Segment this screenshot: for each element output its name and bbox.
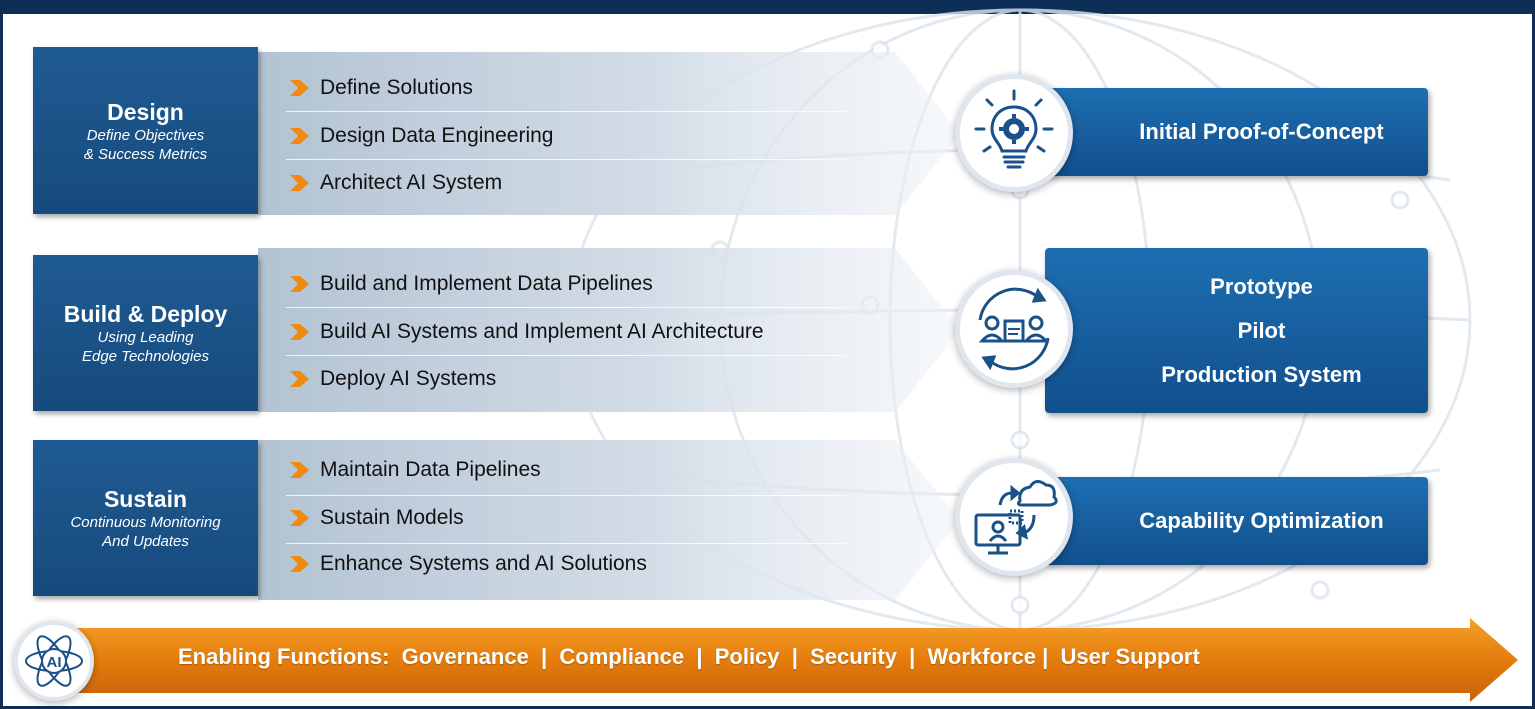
- phase-title: Build & Deploy: [63, 301, 228, 327]
- phase-title: Sustain: [103, 486, 188, 512]
- step-item: Build and Implement Data Pipelines: [290, 269, 653, 299]
- chevron-icon: [290, 324, 309, 340]
- step-item: Design Data Engineering: [290, 121, 553, 151]
- chevron-icon: [290, 510, 309, 526]
- outcome-label: Pilot: [1237, 317, 1286, 343]
- step-item: Define Solutions: [290, 73, 473, 103]
- chevron-icon: [290, 371, 309, 387]
- build-deploy-phase-box: Build & Deploy Using Leading Edge Techno…: [33, 255, 258, 411]
- phase-subtitle: Edge Technologies: [81, 348, 210, 365]
- phase-title: Design: [107, 98, 184, 125]
- chevron-icon: [290, 556, 309, 572]
- chevron-icon: [290, 276, 309, 292]
- divider: [286, 307, 846, 308]
- divider: [286, 355, 846, 356]
- step-label: Maintain Data Pipelines: [320, 458, 541, 481]
- phase-subtitle: & Success Metrics: [83, 145, 208, 163]
- team-cycle-icon: [955, 270, 1073, 388]
- lightbulb-gear-icon: [955, 74, 1073, 192]
- outcome-box-capability: Capability Optimization: [1045, 477, 1428, 565]
- step-item: Deploy AI Systems: [290, 364, 496, 394]
- outcome-label: Capability Optimization: [1139, 508, 1384, 533]
- phase-subtitle: Using Leading: [97, 329, 194, 346]
- outcome-label: Production System: [1161, 361, 1362, 387]
- divider: [286, 543, 846, 544]
- phase-subtitle: Define Objectives: [86, 126, 205, 144]
- design-arrow: [258, 52, 960, 215]
- chevron-icon: [290, 128, 309, 144]
- divider: [286, 495, 846, 496]
- step-item: Enhance Systems and AI Solutions: [290, 549, 647, 579]
- divider: [286, 159, 846, 160]
- sustain-arrow: [258, 440, 960, 600]
- phase-subtitle: And Updates: [102, 533, 189, 550]
- outcome-label: Initial Proof-of-Concept: [1139, 119, 1384, 144]
- ai-badge-label: AI: [47, 654, 62, 671]
- chevron-icon: [290, 80, 309, 96]
- step-label: Deploy AI Systems: [320, 367, 497, 390]
- step-label: Architect AI System: [320, 171, 503, 194]
- enabling-functions-label: Enabling Functions: Governance | Complia…: [178, 644, 1200, 669]
- step-item: Architect AI System: [290, 168, 502, 198]
- step-label: Design Data Engineering: [320, 124, 554, 147]
- chevron-icon: [290, 175, 309, 191]
- chevron-icon: [290, 462, 309, 478]
- step-item: Build AI Systems and Implement AI Archit…: [290, 317, 764, 347]
- sustain-phase-box: Sustain Continuous Monitoring And Update…: [33, 440, 258, 596]
- step-item: Sustain Models: [290, 503, 464, 533]
- cloud-monitor-icon: [955, 458, 1073, 576]
- step-label: Enhance Systems and AI Solutions: [320, 552, 647, 575]
- enabling-arrow: [40, 618, 1518, 702]
- step-label: Build and Implement Data Pipelines: [320, 272, 653, 295]
- step-label: Define Solutions: [320, 76, 473, 99]
- outcome-box-production: Prototype Pilot Production System: [1045, 248, 1428, 413]
- step-label: Sustain Models: [320, 506, 464, 529]
- phase-subtitle: Continuous Monitoring: [70, 514, 221, 531]
- outcome-label: Prototype: [1210, 273, 1313, 299]
- divider: [286, 111, 846, 112]
- build-arrow: [258, 248, 960, 412]
- design-phase-box: Design Define Objectives & Success Metri…: [33, 47, 258, 214]
- step-item: Maintain Data Pipelines: [290, 455, 541, 485]
- ai-atom-icon: AI: [14, 621, 94, 701]
- step-label: Build AI Systems and Implement AI Archit…: [320, 320, 764, 343]
- outcome-box-proof-of-concept: Initial Proof-of-Concept: [1045, 88, 1428, 176]
